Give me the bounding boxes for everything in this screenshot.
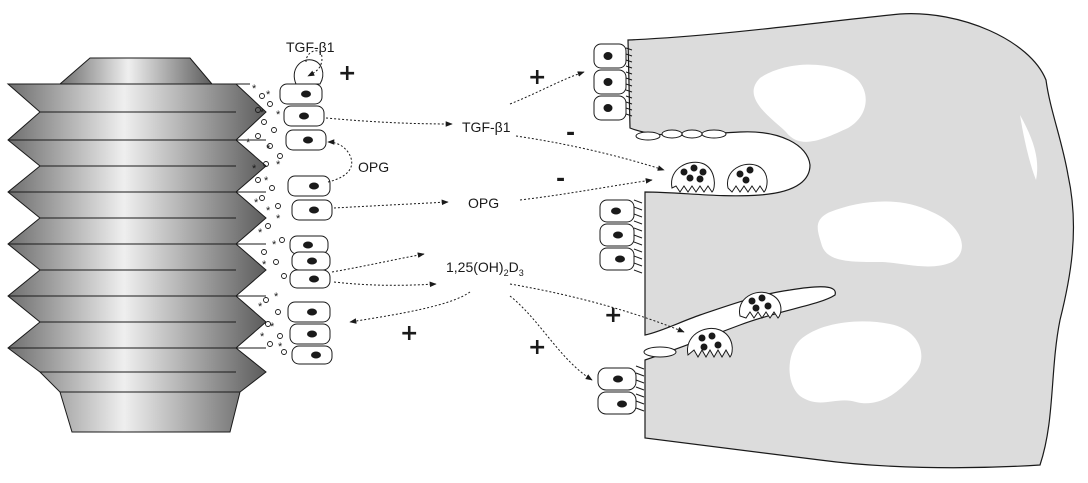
arrow-vitd-to-osteoclast	[509, 283, 685, 333]
label-tgf-mid: TGF-β1	[462, 119, 511, 135]
svg-text:*: *	[278, 341, 283, 353]
svg-text:*: *	[252, 163, 257, 175]
osteoclast-group	[671, 161, 782, 359]
cell-nucleus	[309, 206, 319, 214]
cell-nucleus	[617, 400, 627, 408]
cell-nucleus	[307, 330, 317, 338]
svg-text:*: *	[274, 291, 279, 303]
cell-nucleus	[303, 136, 313, 144]
svg-text:*: *	[276, 213, 281, 225]
svg-text:*: *	[276, 159, 281, 171]
cell-nucleus	[603, 104, 613, 112]
cell-nucleus	[311, 351, 321, 359]
cell-nucleus	[603, 52, 613, 60]
cell-nucleus	[611, 207, 621, 215]
lining-cell	[701, 129, 727, 139]
label-vitamin-d: 1,25(OH)2D3	[446, 259, 524, 278]
minus-sign: -	[556, 167, 565, 192]
label-opg-mid: OPG	[468, 195, 499, 211]
lining-cell	[643, 346, 677, 358]
plus-sign: +	[528, 65, 546, 90]
bone-osteoblast-group-bottom	[597, 346, 677, 415]
osteoclast	[739, 291, 782, 319]
svg-text:*: *	[258, 301, 263, 313]
cell-nucleus	[299, 112, 309, 120]
svg-text:*: *	[262, 259, 267, 271]
plus-sign: +	[338, 61, 356, 86]
bone-osteoblast	[597, 391, 637, 415]
bone-osteoblast-group-top	[593, 43, 727, 141]
label-opg-loop: OPG	[358, 159, 389, 175]
marrow-cavity-3	[789, 321, 922, 404]
marrow-cavity-4	[1020, 115, 1038, 180]
minus-sign: -	[566, 121, 575, 146]
plus-sign: +	[528, 335, 546, 360]
cell-nucleus	[307, 308, 317, 316]
signal-arrows	[305, 50, 685, 381]
secreted-particles	[255, 93, 287, 355]
marrow-cavity-2	[817, 201, 962, 267]
svg-text:*: *	[270, 321, 275, 333]
svg-text:*: *	[260, 331, 265, 343]
osteoclast	[687, 328, 733, 359]
cell-nucleus	[301, 90, 311, 98]
plus-sign: +	[604, 303, 622, 328]
implant-osteoblast-column	[279, 59, 333, 365]
cell-nucleus	[615, 255, 625, 263]
cell-nucleus	[603, 78, 613, 86]
cell-nucleus	[613, 375, 623, 383]
plus-sign: +	[400, 321, 418, 346]
arrow-opg-loop	[327, 139, 353, 183]
arrow-to-bone-osteoblasts-top	[509, 71, 585, 105]
svg-text:*: *	[266, 205, 271, 217]
osteoclast	[727, 163, 768, 193]
svg-text:*: *	[254, 197, 259, 209]
secreted-asterisks: *** *** *** *** *** *** **	[246, 83, 283, 353]
bone-osteoblast-group-middle	[599, 199, 643, 274]
cell-nucleus	[309, 182, 319, 190]
regulation-signs: + + - - + + +	[338, 61, 622, 360]
lining-cell	[681, 129, 703, 139]
cell-nucleus	[613, 231, 623, 239]
cell-nucleus	[307, 257, 317, 265]
autocrine-cell	[293, 59, 324, 85]
bone-lining-fibers	[625, 47, 633, 117]
svg-text:*: *	[272, 239, 277, 251]
cell-nucleus	[303, 241, 313, 249]
bone-tissue	[627, 13, 1075, 469]
lining-cell	[661, 129, 683, 139]
svg-text:*: *	[266, 143, 271, 155]
lining-cell	[635, 131, 661, 141]
implant-screw	[6, 57, 267, 433]
svg-text:*: *	[276, 109, 281, 121]
arrow-to-opg	[333, 199, 449, 209]
arrow-cells-to-vitd-1	[331, 252, 425, 273]
svg-text:*: *	[260, 107, 265, 119]
arrow-vitd-to-cells	[349, 291, 471, 324]
arrow-cells-to-vitd-2	[333, 281, 437, 288]
svg-text:*: *	[264, 175, 269, 187]
arrow-vitd-to-bone-osteoblasts	[509, 295, 593, 381]
implant-head	[58, 57, 214, 85]
arrow-opg-to-osteoclast	[519, 178, 653, 201]
svg-text:*: *	[258, 227, 263, 239]
svg-text:*: *	[266, 89, 271, 101]
marrow-cavity-1	[753, 64, 866, 142]
arrow-tgf-autocrine	[305, 50, 323, 77]
diagram-labels: TGF-β1 TGF-β1 OPG OPG 1,25(OH)2D3	[286, 39, 524, 278]
implant-threaded-body	[6, 83, 267, 433]
implant-thread-lines	[8, 83, 266, 393]
svg-text:*: *	[246, 137, 251, 149]
arrow-tgf-to-osteoclast	[515, 135, 665, 171]
arrow-to-tgf	[325, 117, 453, 127]
bone-lining-fibers	[633, 199, 643, 274]
osteoclast	[671, 161, 715, 193]
bone-lining-fibers	[635, 365, 645, 412]
label-tgf-top: TGF-β1	[286, 39, 335, 55]
cell-nucleus	[309, 275, 319, 283]
svg-text:*: *	[252, 83, 257, 95]
